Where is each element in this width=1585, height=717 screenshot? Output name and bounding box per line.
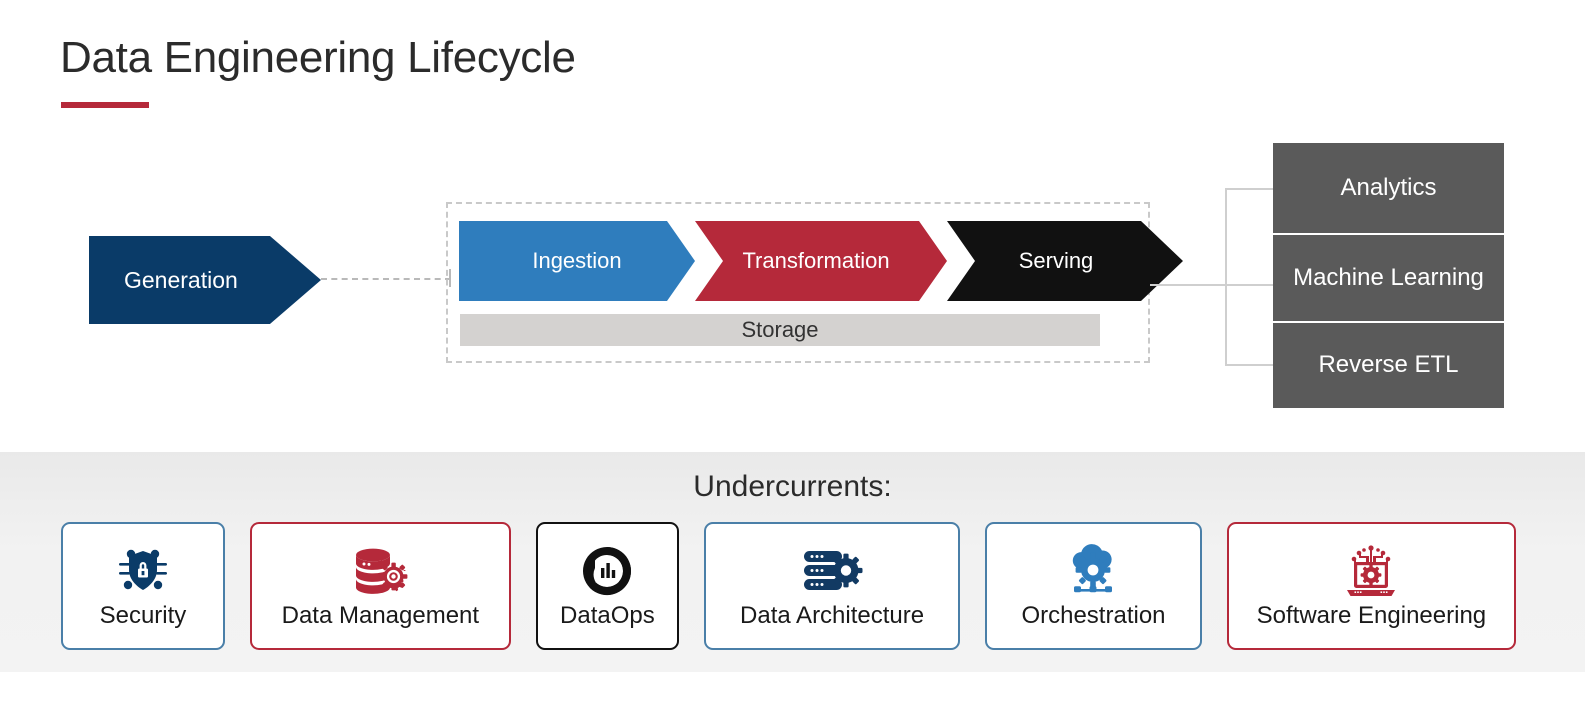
ingestion-label: Ingestion xyxy=(532,248,622,273)
undercurrent-card-data-architecture[interactable]: Data Architecture xyxy=(703,522,961,650)
lifecycle-stage-generation[interactable]: Generation xyxy=(89,236,321,324)
undercurrent-card-security[interactable]: Security xyxy=(61,522,225,650)
outputs-connector-trunk xyxy=(1150,284,1226,286)
outputs-connector-spine xyxy=(1225,188,1227,366)
undercurrent-label-data-architecture: Data Architecture xyxy=(740,601,925,629)
lifecycle-stage-storage[interactable]: Storage xyxy=(460,314,1100,346)
outputs-connector-stub-machine-learning xyxy=(1225,284,1274,286)
output-label-analytics: Analytics xyxy=(1340,173,1437,201)
output-box-analytics[interactable]: Analytics xyxy=(1273,143,1504,233)
lifecycle-stage-ingestion[interactable]: Ingestion xyxy=(459,221,695,301)
title-underline-rule xyxy=(61,102,149,108)
generation-connector-endcap xyxy=(449,269,451,287)
database-gear-icon xyxy=(351,543,409,599)
storage-label: Storage xyxy=(741,317,819,342)
undercurrent-card-data-management[interactable]: Data Management xyxy=(249,522,511,650)
output-label-reverse-etl: Reverse ETL xyxy=(1318,351,1459,379)
undercurrents-heading: Undercurrents: xyxy=(693,470,892,503)
undercurrent-card-orchestration[interactable]: Orchestration xyxy=(985,522,1202,650)
undercurrent-label-data-management: Data Management xyxy=(281,601,480,629)
page-title: Data Engineering Lifecycle xyxy=(60,33,576,82)
undercurrent-label-security: Security xyxy=(99,601,187,629)
shield-lock-circuit-icon xyxy=(115,543,171,599)
output-box-machine-learning[interactable]: Machine Learning xyxy=(1273,235,1504,321)
generation-to-pipeline-connector xyxy=(321,278,451,280)
lifecycle-stage-transformation[interactable]: Transformation xyxy=(667,221,947,301)
cloud-gear-network-icon xyxy=(1065,543,1121,599)
undercurrent-card-software-engineering[interactable]: Software Engineering xyxy=(1226,522,1516,650)
output-label-machine-learning: Machine Learning xyxy=(1293,263,1484,291)
undercurrent-label-orchestration: Orchestration xyxy=(1021,601,1166,629)
donut-chart-bars-icon xyxy=(581,543,633,599)
transformation-label: Transformation xyxy=(742,248,890,273)
laptop-gear-circuit-icon xyxy=(1342,543,1400,599)
undercurrent-card-dataops[interactable]: DataOps xyxy=(535,522,679,650)
generation-label: Generation xyxy=(124,266,238,293)
serving-label: Serving xyxy=(1018,248,1094,273)
server-stack-gear-icon xyxy=(801,543,863,599)
undercurrent-label-dataops: DataOps xyxy=(560,601,655,629)
undercurrents-card-row: Security xyxy=(61,522,1516,650)
undercurrent-label-software-engineering: Software Engineering xyxy=(1256,601,1487,629)
output-box-reverse-etl[interactable]: Reverse ETL xyxy=(1273,323,1504,408)
lifecycle-stage-serving[interactable]: Serving xyxy=(919,221,1183,301)
outputs-connector-stub-reverse-etl xyxy=(1225,364,1274,366)
pipeline-stages: Ingestion Transformation Serving xyxy=(459,221,1183,301)
outputs-connector-stub-analytics xyxy=(1225,188,1274,190)
